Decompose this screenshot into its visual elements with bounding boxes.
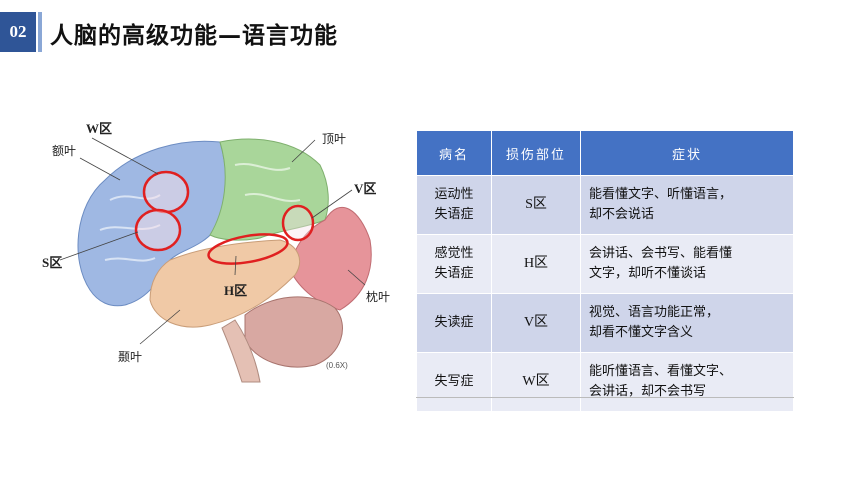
h-area-label: H区 xyxy=(224,283,248,298)
brain-illustration xyxy=(59,137,372,383)
table-row: 失写症 W区 能听懂语言、看懂文字、 会讲话，却不会书写 xyxy=(416,352,794,412)
site-cell: S区 xyxy=(491,175,581,235)
header-disease: 病名 xyxy=(416,130,492,176)
brainstem-region xyxy=(221,319,261,383)
site-cell: W区 xyxy=(491,352,581,412)
section-number-badge: 02 xyxy=(0,12,36,52)
page-title: 人脑的高级功能—语言功能 xyxy=(50,23,338,49)
symptom-cell: 会讲话、会书写、能看懂 文字，却听不懂谈话 xyxy=(580,234,794,294)
scale-label: (0.6X) xyxy=(326,361,348,370)
s-area-label: S区 xyxy=(42,255,63,270)
h-area-highlight xyxy=(207,233,289,265)
disease-cell: 运动性 失语症 xyxy=(416,175,492,235)
temporal-lobe-label: 颞叶 xyxy=(118,350,143,364)
disease-cell: 失写症 xyxy=(416,352,492,412)
site-cell: H区 xyxy=(491,234,581,294)
symptom-cell: 能听懂语言、看懂文字、 会讲话，却不会书写 xyxy=(580,352,794,412)
table-row: 感觉性 失语症 H区 会讲话、会书写、能看懂 文字，却听不懂谈话 xyxy=(416,234,794,294)
temporal-lobe-region xyxy=(149,239,300,328)
frontal-lobe-label: 额叶 xyxy=(52,144,77,158)
v-area-label: V区 xyxy=(354,181,377,196)
badge-accent-bar xyxy=(38,12,42,52)
table-header-row: 病名 损伤部位 症状 xyxy=(416,130,794,176)
slide-header: 02 人脑的高级功能—语言功能 xyxy=(0,12,860,52)
table-row: 失读症 V区 视觉、语言功能正常， 却看不懂文字含义 xyxy=(416,293,794,353)
occipital-lobe-label: 枕叶 xyxy=(366,290,391,304)
disease-cell: 感觉性 失语症 xyxy=(416,234,492,294)
brain-diagram: W区 额叶 S区 H区 V区 顶叶 枕叶 颞叶 (0.6X) xyxy=(30,110,410,390)
parietal-lobe-label: 顶叶 xyxy=(322,132,347,146)
table-row: 运动性 失语症 S区 能看懂文字、听懂语言， 却不会说话 xyxy=(416,175,794,235)
v-area-highlight xyxy=(281,204,315,242)
symptom-cell: 能看懂文字、听懂语言， 却不会说话 xyxy=(580,175,794,235)
disease-cell: 失读症 xyxy=(416,293,492,353)
aphasia-table: 病名 损伤部位 症状 运动性 失语症 S区 能看懂文字、听懂语言， 却不会说话 … xyxy=(416,130,794,412)
site-cell: V区 xyxy=(491,293,581,353)
w-area-label: W区 xyxy=(86,121,113,136)
cerebellum-region xyxy=(244,296,343,368)
table-bottom-rule xyxy=(416,397,794,398)
header-symptom: 症状 xyxy=(580,130,794,176)
w-area-highlight xyxy=(142,170,190,214)
s-area-highlight xyxy=(134,208,182,252)
header-damage-site: 损伤部位 xyxy=(491,130,581,176)
symptom-cell: 视觉、语言功能正常， 却看不懂文字含义 xyxy=(580,293,794,353)
